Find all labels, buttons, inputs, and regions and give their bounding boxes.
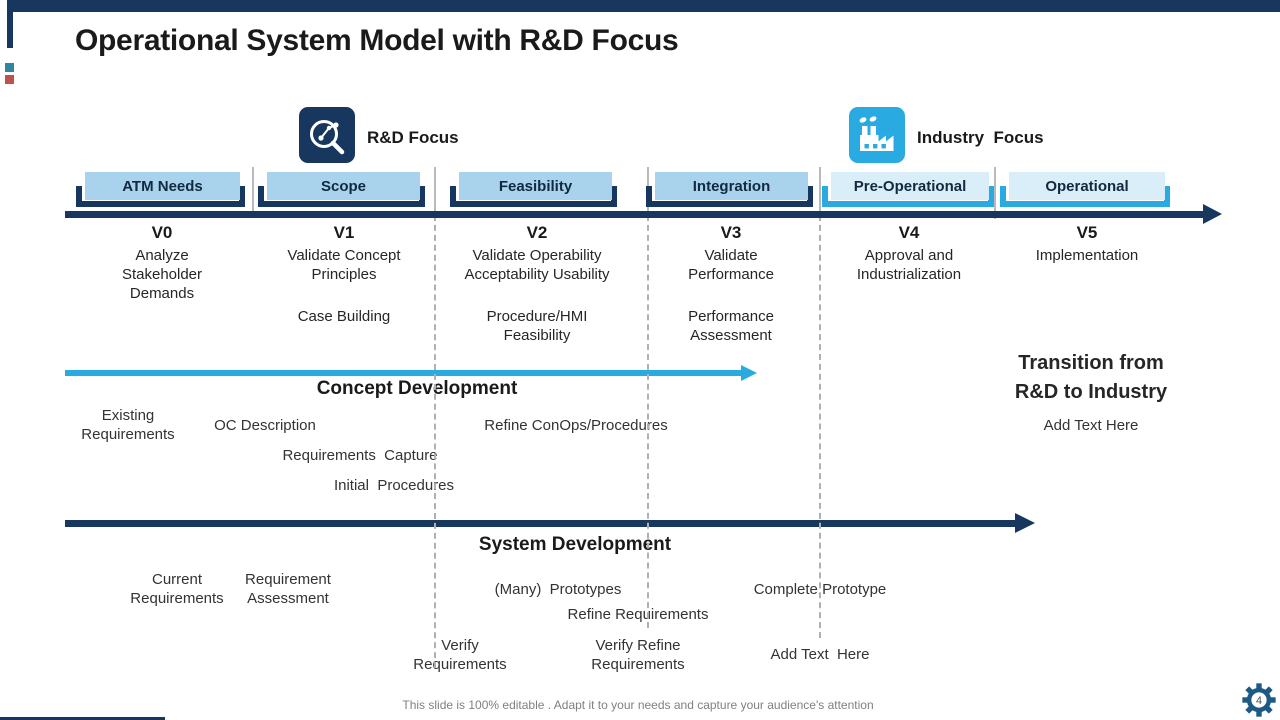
- version-label-v2: V2: [526, 223, 548, 242]
- phase-desc: Analyze Stakeholder Demands: [121, 247, 203, 302]
- phase-desc: Approval and Industrialization: [856, 247, 962, 283]
- transition-placeholder: Add Text Here: [1043, 417, 1139, 434]
- phase-box-shadow: [646, 186, 813, 207]
- gear-icon: 4: [1242, 683, 1276, 717]
- version-label-v1: V1: [333, 223, 355, 242]
- system-development-arrowhead: [1015, 513, 1035, 533]
- system-item-complete-prototype: Complete Prototype: [753, 581, 887, 598]
- system-item-current-requirements: Current Requirements: [130, 571, 224, 607]
- top-accent-bar: [13, 0, 1280, 12]
- phase-box-shadow: [258, 186, 425, 207]
- red-accent-square: [5, 75, 14, 84]
- phase-desc-secondary: Procedure/HMI Feasibility: [486, 308, 588, 344]
- rd-focus-icon: [299, 107, 355, 163]
- phase-box-feasibility: Feasibility: [459, 172, 612, 200]
- phase-box-shadow: [822, 186, 994, 207]
- phase-desc: Implementation: [1035, 247, 1139, 264]
- system-item-requirement-assessment: Requirement Assessment: [245, 571, 331, 607]
- concept-item-existing-requirements: Existing Requirements: [81, 407, 175, 443]
- column-separator: [819, 167, 821, 215]
- phase-desc: Validate Concept Principles: [287, 247, 401, 283]
- phase-desc: Validate Performance: [688, 247, 774, 283]
- version-label-v5: V5: [1076, 223, 1098, 242]
- footer-note: This slide is 100% editable . Adapt it t…: [402, 698, 874, 712]
- timeline-arrowhead: [1203, 204, 1222, 224]
- phase-box-pre-operational: Pre-Operational: [831, 172, 989, 200]
- industry-focus-icon: [849, 107, 905, 163]
- concept-development-arrowhead: [741, 365, 757, 381]
- system-item-verify-refine-requirements: Verify Refine Requirements: [591, 637, 685, 673]
- phase-desc-secondary: Case Building: [297, 308, 391, 325]
- industry-focus-label: Industry Focus: [917, 128, 1044, 147]
- timeline-arrow: [65, 211, 1205, 218]
- rd-focus-label: R&D Focus: [367, 128, 459, 147]
- column-separator: [994, 167, 996, 219]
- concept-development-arrow: [65, 370, 743, 376]
- phase-box-shadow: [76, 186, 245, 207]
- magnifier-molecule-icon: [310, 120, 345, 155]
- phase-box-integration: Integration: [655, 172, 808, 200]
- phase-desc-secondary: Performance Assessment: [688, 308, 774, 344]
- concept-item-initial-procedures: Initial Procedures: [333, 477, 455, 494]
- version-label-v3: V3: [720, 223, 742, 242]
- concept-development-title: Concept Development: [316, 378, 518, 399]
- phase-box-scope: Scope: [267, 172, 420, 200]
- system-development-title: System Development: [478, 534, 672, 555]
- version-label-v4: V4: [898, 223, 920, 242]
- phase-box-operational: Operational: [1009, 172, 1165, 200]
- page-number: 4: [1256, 695, 1262, 707]
- dashed-guide-line: [647, 215, 649, 628]
- bottom-left-accent-line: [0, 717, 165, 720]
- page-number-gear: 4: [1241, 682, 1277, 720]
- concept-item-refine-conops: Refine ConOps/Procedures: [484, 417, 668, 434]
- dashed-guide-line: [819, 215, 821, 638]
- column-separator: [434, 167, 436, 215]
- column-separator: [252, 167, 254, 215]
- dashed-guide-line: [434, 215, 436, 668]
- concept-item-oc-description: OC Description: [214, 417, 316, 434]
- page-title: Operational System Model with R&D Focus: [75, 24, 679, 57]
- system-item-verify-requirements: Verify Requirements: [413, 637, 507, 673]
- phase-desc: Validate Operability Acceptability Usabi…: [464, 247, 610, 283]
- top-left-vertical-bar: [7, 0, 13, 48]
- transition-title: Transition from R&D to Industry: [1014, 352, 1168, 403]
- system-development-arrow: [65, 520, 1017, 527]
- phase-box-atm-needs: ATM Needs: [85, 172, 240, 200]
- teal-accent-square: [5, 63, 14, 72]
- factory-icon: [859, 116, 894, 151]
- phase-box-shadow: [1000, 186, 1170, 207]
- system-item-many-prototypes: (Many) Prototypes: [494, 581, 622, 598]
- version-label-v0: V0: [151, 223, 173, 242]
- system-item-refine-requirements: Refine Requirements: [567, 606, 709, 623]
- phase-box-shadow: [450, 186, 617, 207]
- system-item-placeholder: Add Text Here: [770, 646, 870, 663]
- concept-item-requirements-capture: Requirements Capture: [282, 447, 438, 464]
